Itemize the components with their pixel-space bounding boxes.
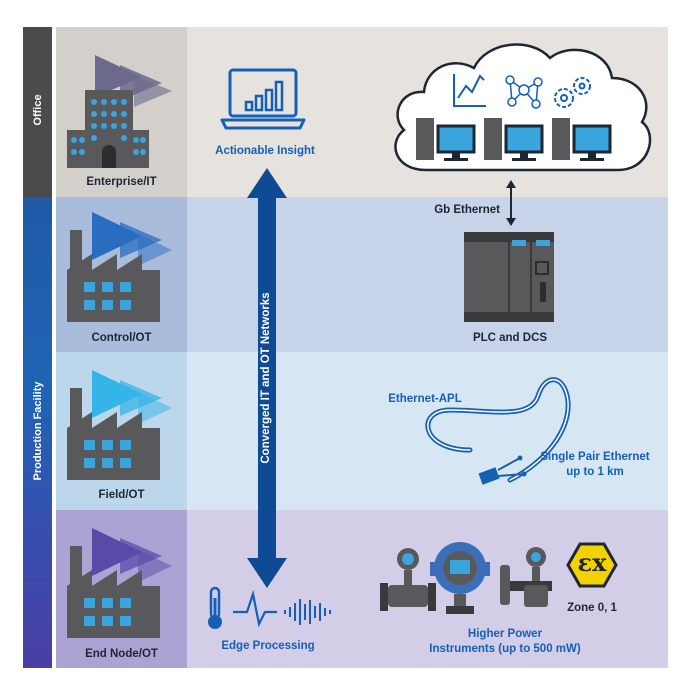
endnode-factory-icon [67,528,172,638]
ethernet-apl-cable [425,377,571,485]
gb-ethernet-arrow [506,180,516,226]
instruments-label-line2: Instruments (up to 500 mW) [429,643,581,655]
side-label-production: Production Facility [32,381,44,481]
signal-waveform-icon [233,589,331,628]
pressure-instrument-icon [500,547,552,607]
ethernet-apl-label: Ethernet-APL [388,393,462,405]
spe-label-line2: up to 1 km [566,466,624,478]
plc-device-icon [464,232,554,322]
ex-zone-icon [566,542,618,588]
thermometer-icon [208,586,222,629]
level-label-control: Control/OT [91,332,152,344]
gb-ethernet-label: Gb Ethernet [434,204,500,216]
plc-dcs-label: PLC and DCS [472,332,548,344]
converged-double-arrow [247,168,287,588]
zone-label: Zone 0, 1 [567,602,617,614]
control-factory-icon [67,212,172,322]
enterprise-building-icon [67,55,172,168]
side-strip-production [23,197,52,668]
level-label-enterprise: Enterprise/IT [86,176,157,188]
level-label-endnode: End Node/OT [85,648,158,660]
level-label-field: Field/OT [98,489,145,501]
spe-label-line1: Single Pair Ethernet [540,451,650,463]
flowmeter-instrument-icon [380,548,436,611]
instruments-label-line1: Higher Power [467,628,543,640]
converged-networks-label: Converged IT and OT Networks [260,292,272,464]
edge-processing-label: Edge Processing [221,640,315,652]
side-label-office: Office [32,94,44,126]
side-strip-office [23,27,52,197]
actionable-insight-label: Actionable Insight [215,145,315,157]
cloud-servers-icon [394,43,652,172]
transmitter-instrument-icon [430,542,490,614]
ex-zone-symbol: εx [577,548,607,577]
laptop-chart-icon [220,68,306,130]
field-factory-icon [67,370,172,480]
